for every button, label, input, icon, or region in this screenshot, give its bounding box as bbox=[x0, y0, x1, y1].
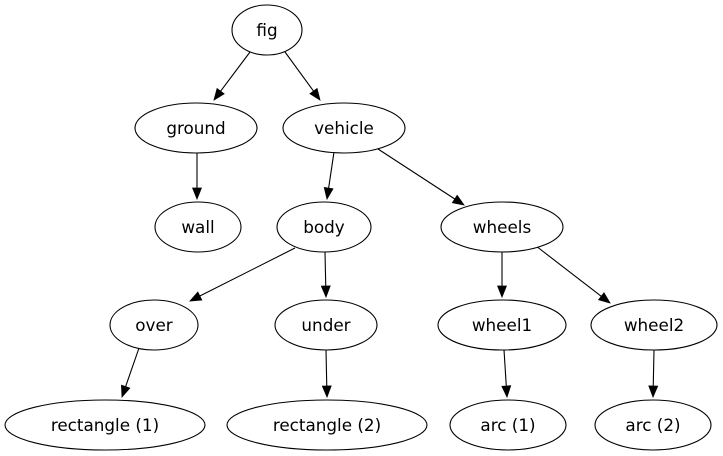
node-shape-arc2[interactable] bbox=[594, 399, 712, 451]
node-label-rectangle2: rectangle (2) bbox=[273, 415, 381, 435]
edge-wheels-to-wheel1 bbox=[497, 252, 507, 299]
node-label-wheel2: wheel2 bbox=[624, 315, 684, 335]
node-shape-body[interactable] bbox=[276, 201, 372, 253]
edge-line bbox=[374, 146, 456, 200]
node-label-arc2: arc (2) bbox=[625, 415, 680, 435]
edge-line bbox=[328, 151, 335, 189]
graph-node-rectangle2[interactable]: rectangle (2) bbox=[226, 399, 428, 451]
graph-node-wheels[interactable]: wheels bbox=[440, 201, 564, 253]
node-shape-arc1[interactable] bbox=[449, 399, 567, 451]
graph-node-arc1[interactable]: arc (1) bbox=[449, 399, 567, 451]
arrowhead-icon bbox=[648, 385, 659, 399]
node-label-over: over bbox=[135, 315, 173, 335]
node-shape-rectangle2[interactable] bbox=[226, 399, 428, 451]
node-shape-vehicle[interactable] bbox=[282, 102, 406, 154]
graph-node-arc2[interactable]: arc (2) bbox=[594, 399, 712, 451]
edge-wheels-to-wheel2 bbox=[535, 245, 611, 304]
edge-line bbox=[503, 349, 507, 387]
node-shape-rectangle1[interactable] bbox=[4, 399, 206, 451]
graph-node-wheel1[interactable]: wheel1 bbox=[437, 299, 567, 351]
node-label-wheel1: wheel1 bbox=[472, 315, 532, 335]
edge-fig-to-vehicle bbox=[284, 51, 321, 101]
arrowhead-icon bbox=[497, 285, 507, 299]
graph-node-ground[interactable]: ground bbox=[134, 102, 258, 154]
arrowhead-icon bbox=[501, 385, 512, 399]
node-label-ground: ground bbox=[166, 118, 225, 138]
arrowhead-icon bbox=[451, 194, 465, 206]
graph-node-fig[interactable]: fig bbox=[231, 4, 303, 56]
edge-wheel2-to-arc2 bbox=[648, 349, 659, 399]
node-label-wall: wall bbox=[181, 217, 214, 237]
edge-line bbox=[284, 51, 314, 92]
node-shape-under[interactable] bbox=[274, 299, 378, 351]
edge-wheel1-to-arc1 bbox=[501, 349, 512, 399]
nodes-layer: fig ground vehicle wall body wheels over under w… bbox=[4, 4, 718, 451]
arrowhead-icon bbox=[309, 87, 321, 101]
node-label-wheels: wheels bbox=[473, 217, 531, 237]
edge-vehicle-to-body bbox=[323, 151, 335, 201]
edges-layer bbox=[121, 51, 659, 399]
arrowhead-icon bbox=[213, 87, 225, 101]
arrowhead-icon bbox=[121, 384, 131, 399]
node-label-fig: fig bbox=[256, 20, 277, 40]
node-shape-over[interactable] bbox=[109, 299, 199, 351]
arrowhead-icon bbox=[320, 285, 331, 299]
edge-line bbox=[325, 349, 328, 387]
graph-node-rectangle1[interactable]: rectangle (1) bbox=[4, 399, 206, 451]
node-label-arc1: arc (1) bbox=[480, 415, 535, 435]
edge-line bbox=[652, 349, 655, 387]
node-shape-wheel2[interactable] bbox=[590, 299, 718, 351]
graph-node-wall[interactable]: wall bbox=[154, 201, 242, 253]
edge-ground-to-wall bbox=[192, 153, 202, 201]
edge-fig-to-ground bbox=[213, 51, 251, 101]
node-label-vehicle: vehicle bbox=[314, 118, 374, 138]
node-label-rectangle1: rectangle (1) bbox=[51, 415, 159, 435]
node-shape-wheel1[interactable] bbox=[437, 299, 567, 351]
arrowhead-icon bbox=[323, 186, 334, 201]
edge-over-to-rectangle1 bbox=[121, 347, 140, 399]
arrowhead-icon bbox=[192, 187, 202, 201]
edge-body-to-over bbox=[189, 247, 296, 302]
graph-node-over[interactable]: over bbox=[109, 299, 199, 351]
edge-line bbox=[535, 245, 602, 297]
graph-node-under[interactable]: under bbox=[274, 299, 378, 351]
node-shape-ground[interactable] bbox=[134, 102, 258, 154]
edge-line bbox=[199, 247, 296, 297]
node-shape-wheels[interactable] bbox=[440, 201, 564, 253]
node-shape-wall[interactable] bbox=[154, 201, 242, 253]
node-shape-fig[interactable] bbox=[231, 4, 303, 56]
edge-vehicle-to-wheels bbox=[374, 146, 465, 206]
arrowhead-icon bbox=[189, 291, 203, 302]
arrowhead-icon bbox=[597, 292, 611, 304]
edge-line bbox=[220, 51, 251, 92]
graph-node-vehicle[interactable]: vehicle bbox=[282, 102, 406, 154]
arrowhead-icon bbox=[321, 385, 332, 399]
graph-node-wheel2[interactable]: wheel2 bbox=[590, 299, 718, 351]
edge-line bbox=[125, 347, 140, 387]
edge-line bbox=[324, 251, 327, 287]
edge-under-to-rectangle2 bbox=[321, 349, 332, 399]
graph-node-body[interactable]: body bbox=[276, 201, 372, 253]
node-label-body: body bbox=[303, 217, 345, 237]
node-label-under: under bbox=[301, 315, 350, 335]
edge-body-to-under bbox=[320, 251, 331, 299]
